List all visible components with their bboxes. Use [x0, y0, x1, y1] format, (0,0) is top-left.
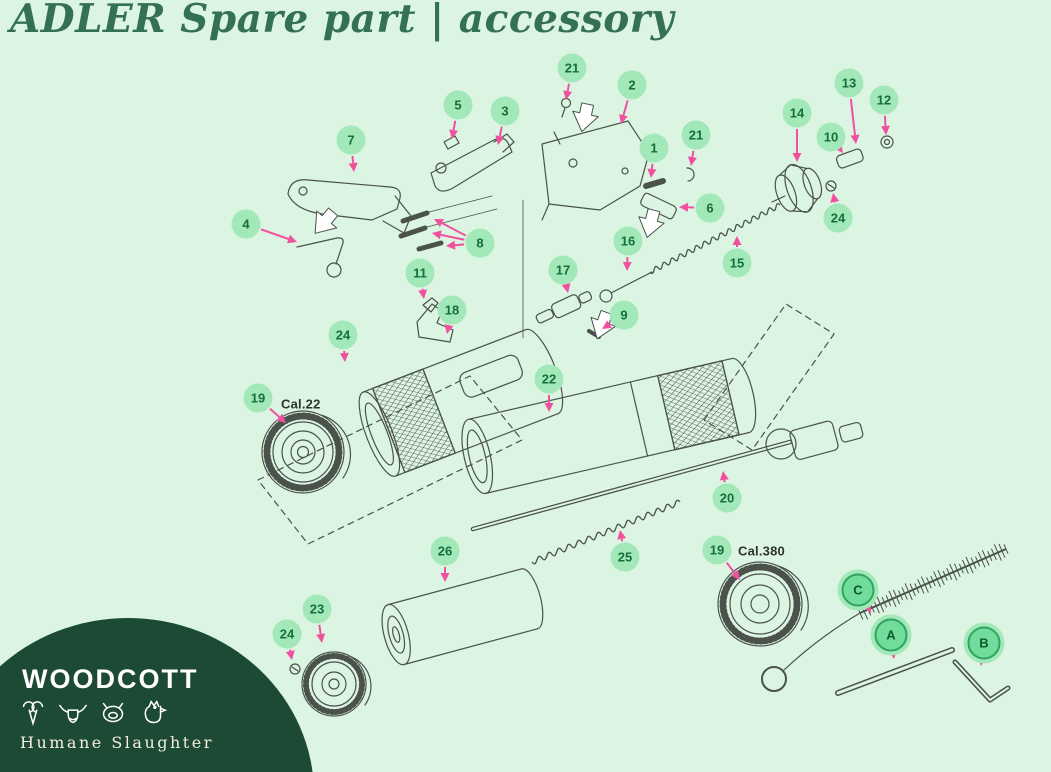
callout-12: 12 — [869, 85, 899, 115]
callout-B: B — [967, 626, 1001, 660]
ram-icon — [22, 701, 44, 727]
callout-23: 23 — [302, 594, 332, 624]
callout-24: 24 — [272, 619, 302, 649]
callout-26: 26 — [430, 536, 460, 566]
callout-11: 11 — [405, 258, 435, 288]
pig-icon — [102, 702, 124, 723]
callout-8: 8 — [465, 228, 495, 258]
caliber-label: Cal.22 — [281, 396, 321, 412]
callout-17: 17 — [548, 255, 578, 285]
callout-1: 1 — [639, 133, 669, 163]
callout-4: 4 — [231, 209, 261, 239]
callout-21: 21 — [557, 53, 587, 83]
callout-3: 3 — [490, 96, 520, 126]
callout-15: 15 — [722, 248, 752, 278]
brand-name: WOODCOTT — [22, 664, 199, 694]
callout-24: 24 — [328, 320, 358, 350]
callout-10: 10 — [816, 122, 846, 152]
callout-7: 7 — [336, 125, 366, 155]
rooster-icon — [144, 700, 168, 724]
callout-18: 18 — [437, 295, 467, 325]
bull-icon — [59, 704, 87, 724]
callout-2: 2 — [617, 70, 647, 100]
callout-A: A — [874, 618, 908, 652]
callout-25: 25 — [610, 542, 640, 572]
brand-tagline: Humane Slaughter — [20, 733, 214, 752]
callout-19: 19 — [243, 383, 273, 413]
callout-20: 20 — [712, 483, 742, 513]
callout-13: 13 — [834, 68, 864, 98]
callout-22: 22 — [534, 364, 564, 394]
callout-24: 24 — [823, 203, 853, 233]
callout-19: 19 — [702, 535, 732, 565]
animal-icons — [16, 698, 170, 728]
caliber-label: Cal.380 — [738, 543, 785, 559]
callout-5: 5 — [443, 90, 473, 120]
callout-6: 6 — [695, 193, 725, 223]
page-title: ADLER Spare part | accessory — [10, 0, 675, 42]
callout-14: 14 — [782, 98, 812, 128]
callout-21: 21 — [681, 120, 711, 150]
callout-C: C — [841, 573, 875, 607]
callout-9: 9 — [609, 300, 639, 330]
callout-16: 16 — [613, 226, 643, 256]
